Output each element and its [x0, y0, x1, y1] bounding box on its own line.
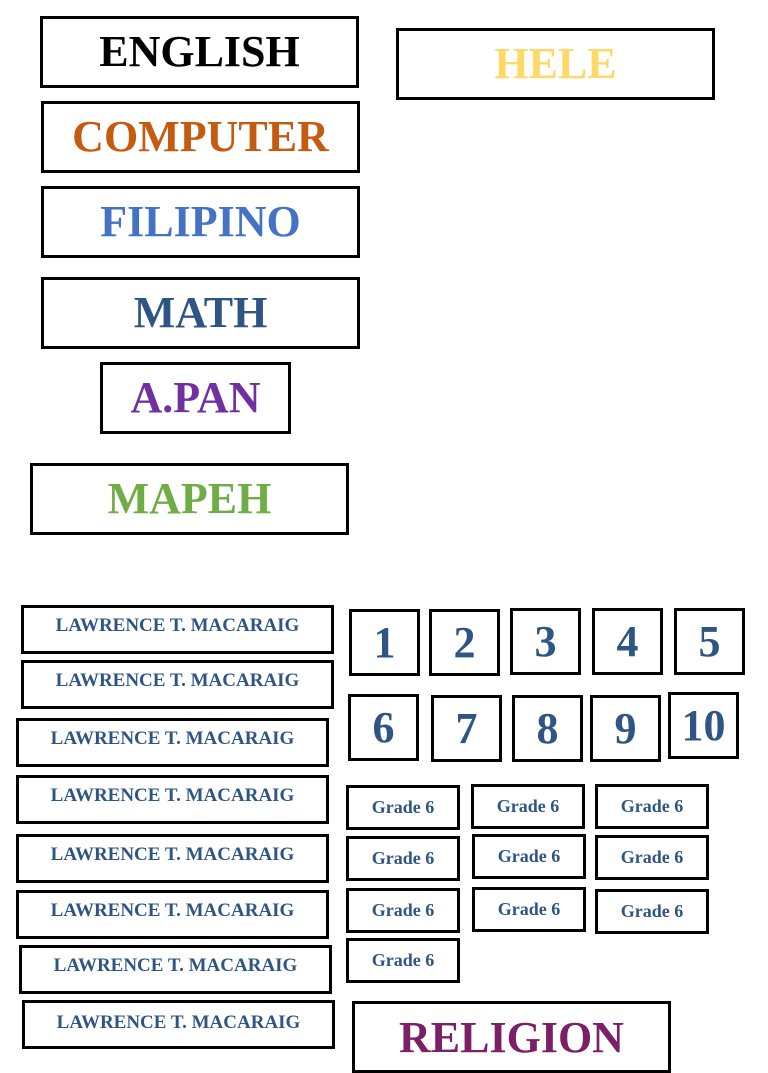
name-label: LAWRENCE T. MACARAIG	[16, 775, 329, 824]
subject-religion: RELIGION	[352, 1001, 671, 1073]
number-box: 2	[429, 609, 500, 676]
name-label: LAWRENCE T. MACARAIG	[21, 605, 334, 654]
grade-label: Grade 6	[595, 889, 709, 934]
name-label-text: LAWRENCE T. MACARAIG	[50, 728, 295, 749]
grade-label: Grade 6	[472, 834, 586, 879]
number-label: 9	[614, 704, 637, 753]
grade-label-text: Grade 6	[497, 846, 561, 866]
name-label-text: LAWRENCE T. MACARAIG	[50, 844, 295, 865]
number-label: 10	[681, 701, 726, 750]
subject-hele: HELE	[396, 28, 715, 100]
subject-math-label: MATH	[133, 288, 268, 337]
grade-label: Grade 6	[346, 836, 460, 881]
name-label: LAWRENCE T. MACARAIG	[16, 718, 329, 767]
subject-apan: A.PAN	[100, 362, 291, 434]
subject-computer-label: COMPUTER	[72, 112, 329, 161]
number-label: 1	[373, 618, 396, 667]
grade-label-text: Grade 6	[620, 901, 684, 921]
number-box: 8	[512, 695, 583, 762]
number-label: 2	[453, 618, 476, 667]
subject-hele-label: HELE	[494, 39, 617, 88]
grade-label: Grade 6	[595, 784, 709, 829]
number-label: 8	[536, 704, 559, 753]
subject-filipino: FILIPINO	[41, 186, 360, 258]
name-label: LAWRENCE T. MACARAIG	[22, 1000, 335, 1049]
number-box: 4	[592, 608, 663, 675]
number-label: 3	[534, 617, 557, 666]
grade-label-text: Grade 6	[371, 900, 435, 920]
number-box: 5	[674, 608, 745, 675]
subject-computer: COMPUTER	[41, 101, 360, 173]
number-box: 7	[431, 695, 502, 762]
subject-english-label: ENGLISH	[99, 27, 300, 76]
name-label-text: LAWRENCE T. MACARAIG	[50, 785, 295, 806]
subject-religion-label: RELIGION	[399, 1013, 624, 1062]
grade-label-text: Grade 6	[620, 796, 684, 816]
number-box: 6	[348, 694, 419, 761]
name-label: LAWRENCE T. MACARAIG	[16, 834, 329, 883]
grade-label-text: Grade 6	[371, 950, 435, 970]
subject-mapeh-label: MAPEH	[107, 474, 272, 523]
name-label: LAWRENCE T. MACARAIG	[16, 890, 329, 939]
name-label-text: LAWRENCE T. MACARAIG	[50, 900, 295, 921]
name-label-text: LAWRENCE T. MACARAIG	[55, 670, 300, 691]
grade-label-text: Grade 6	[497, 899, 561, 919]
number-box: 1	[349, 609, 420, 676]
number-label: 5	[698, 617, 721, 666]
number-label: 7	[455, 704, 478, 753]
name-label-text: LAWRENCE T. MACARAIG	[56, 1012, 301, 1033]
grade-label-text: Grade 6	[496, 796, 560, 816]
number-box: 10	[668, 692, 739, 759]
grade-label-text: Grade 6	[371, 848, 435, 868]
grade-label: Grade 6	[472, 887, 586, 932]
number-label: 6	[372, 703, 395, 752]
grade-label-text: Grade 6	[371, 797, 435, 817]
grade-label: Grade 6	[346, 888, 460, 933]
name-label: LAWRENCE T. MACARAIG	[21, 660, 334, 709]
number-label: 4	[616, 617, 639, 666]
subject-filipino-label: FILIPINO	[100, 197, 301, 246]
name-label-text: LAWRENCE T. MACARAIG	[53, 955, 298, 976]
grade-label: Grade 6	[471, 784, 585, 829]
subject-math: MATH	[41, 277, 360, 349]
subject-apan-label: A.PAN	[130, 373, 261, 422]
subject-mapeh: MAPEH	[30, 463, 349, 535]
grade-label-text: Grade 6	[620, 847, 684, 867]
subject-english: ENGLISH	[40, 16, 359, 88]
name-label-text: LAWRENCE T. MACARAIG	[55, 615, 300, 636]
grade-label: Grade 6	[346, 938, 460, 983]
number-box: 9	[590, 695, 661, 762]
name-label: LAWRENCE T. MACARAIG	[19, 945, 332, 994]
number-box: 3	[510, 608, 581, 675]
grade-label: Grade 6	[595, 835, 709, 880]
grade-label: Grade 6	[346, 785, 460, 830]
